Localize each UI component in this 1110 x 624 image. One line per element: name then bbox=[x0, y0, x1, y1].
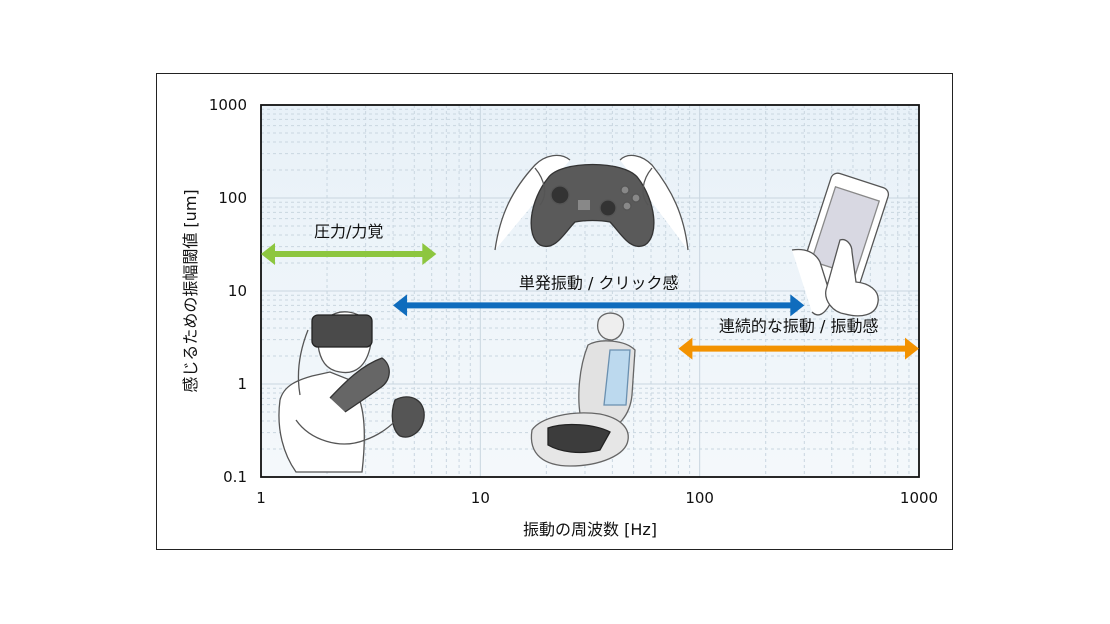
x-axis-title: 振動の周波数 [Hz] bbox=[523, 520, 657, 539]
car-seat-illustration bbox=[530, 312, 636, 467]
x-tick-label: 100 bbox=[685, 489, 714, 507]
plot-border bbox=[260, 104, 920, 478]
smartphone-illustration bbox=[791, 172, 890, 317]
band-label: 連続的な振動 / 振動感 bbox=[719, 317, 879, 336]
band-arrow bbox=[393, 294, 805, 317]
y-tick-label: 100 bbox=[218, 189, 247, 207]
band-arrow bbox=[678, 337, 919, 360]
y-tick-label: 1000 bbox=[209, 96, 247, 114]
band-label: 単発振動 / クリック感 bbox=[519, 273, 679, 292]
vr-user-illustration bbox=[278, 311, 425, 473]
x-tick-label: 1000 bbox=[900, 489, 938, 507]
band-arrow bbox=[261, 242, 437, 265]
band-label: 圧力/力覚 bbox=[314, 222, 383, 241]
y-tick-label: 1 bbox=[237, 375, 247, 393]
y-tick-label: 0.1 bbox=[223, 468, 247, 486]
y-axis-title: 感じるための振幅閾値 [um] bbox=[181, 189, 200, 392]
y-tick-label: 10 bbox=[228, 282, 247, 300]
x-tick-label: 1 bbox=[256, 489, 266, 507]
game-controller-illustration bbox=[494, 154, 689, 251]
x-tick-label: 10 bbox=[471, 489, 490, 507]
tick-labels: 1 10 100 1000 0.1 1 10 100 1000 bbox=[209, 96, 938, 507]
